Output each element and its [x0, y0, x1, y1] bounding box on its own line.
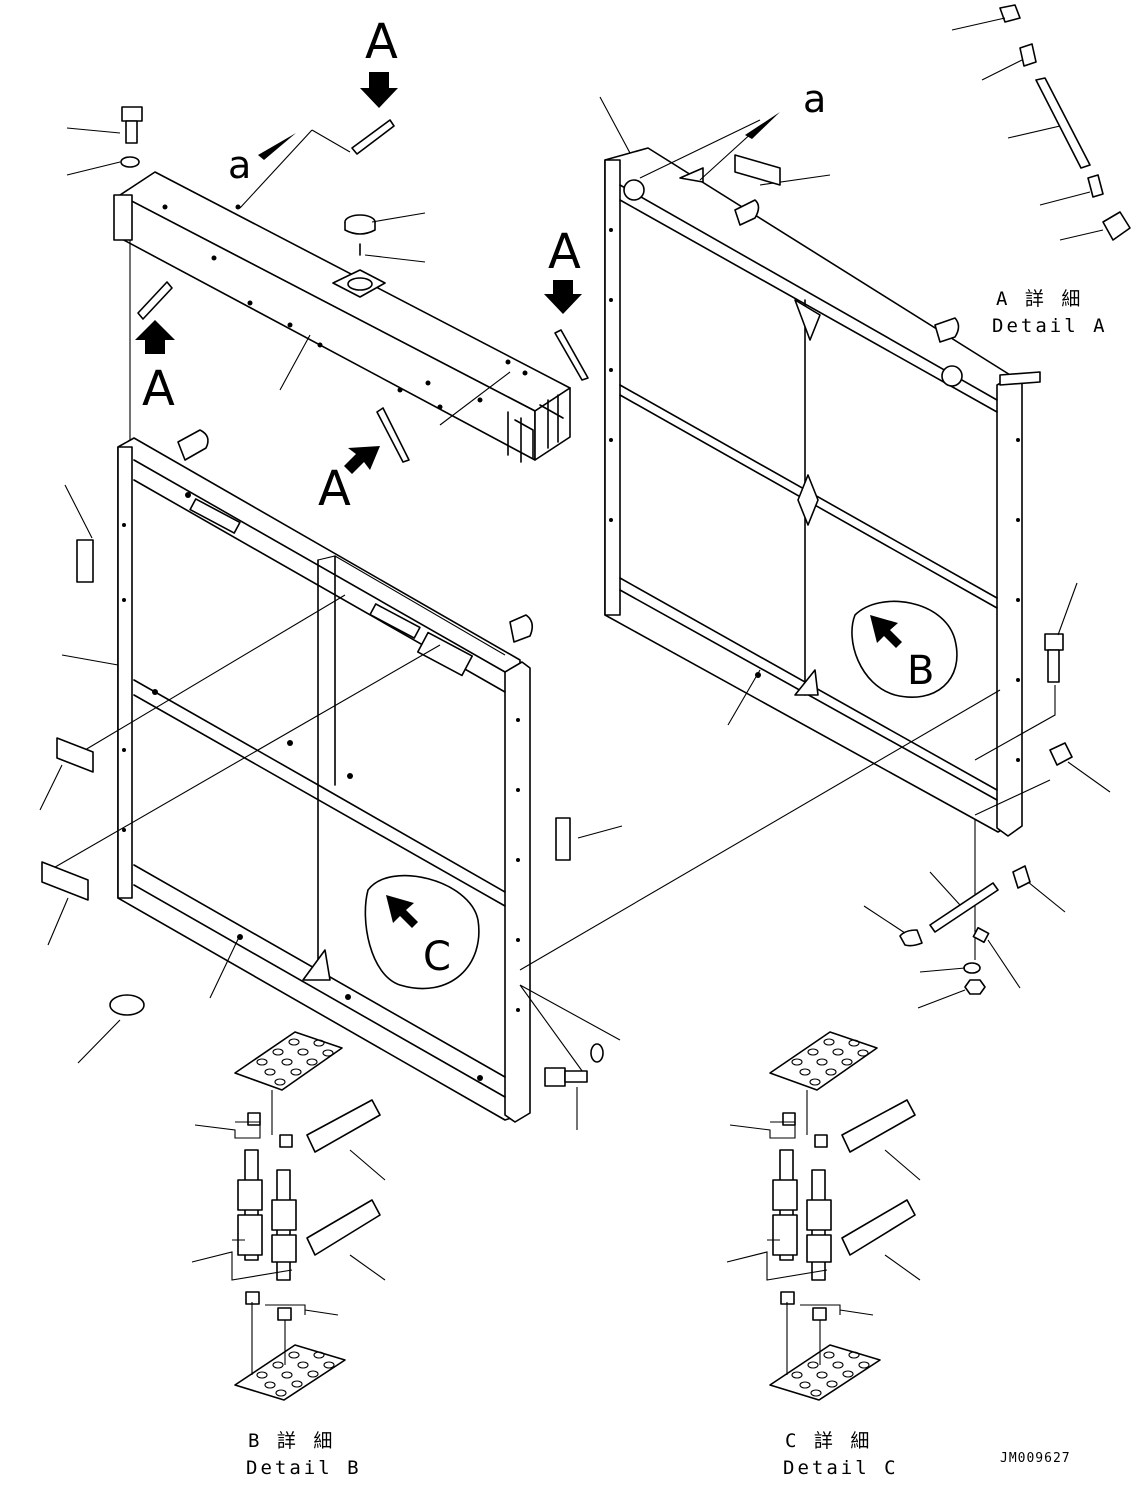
radiator-core-rear [605, 148, 1040, 836]
upper-tank [114, 172, 570, 462]
bolt-icon [121, 107, 142, 167]
leader-lines-top [67, 128, 510, 425]
detail-a-label-en: Detail A [992, 315, 1108, 337]
cap-icon [110, 995, 144, 1015]
marker-c: C [423, 934, 451, 980]
marker-small-a-left: a [228, 143, 251, 187]
detail-b-label-jp: B 詳 細 [248, 1430, 335, 1452]
radiator-core-front [118, 430, 532, 1122]
detail-c-label-en: Detail C [783, 1457, 899, 1479]
marker-b: B [907, 648, 934, 694]
view-arrows [135, 72, 902, 928]
marker-a-left: A [142, 361, 175, 417]
bolt-icon-right [864, 583, 1110, 1008]
pipes-top [138, 120, 588, 462]
detail-a-label-jp: A 詳 細 [996, 288, 1083, 310]
detail-a-parts [952, 5, 1130, 240]
filler-cap [333, 215, 385, 297]
detail-b-mount [192, 1032, 385, 1400]
marker-a-top: A [365, 14, 398, 70]
marker-a-right: A [548, 224, 581, 280]
detail-b-label-en: Detail B [246, 1457, 362, 1479]
marker-small-a-right: a [803, 77, 826, 121]
detail-c-mount [727, 1032, 920, 1400]
detail-c-label-jp: C 詳 細 [785, 1430, 872, 1452]
labels-stickers [40, 155, 780, 1063]
drawing-code: JM009627 [1000, 1451, 1071, 1466]
leader-lines-mid [50, 97, 1055, 1075]
bolt-washer-icon [545, 1044, 603, 1130]
marker-a-center: A [318, 461, 351, 517]
